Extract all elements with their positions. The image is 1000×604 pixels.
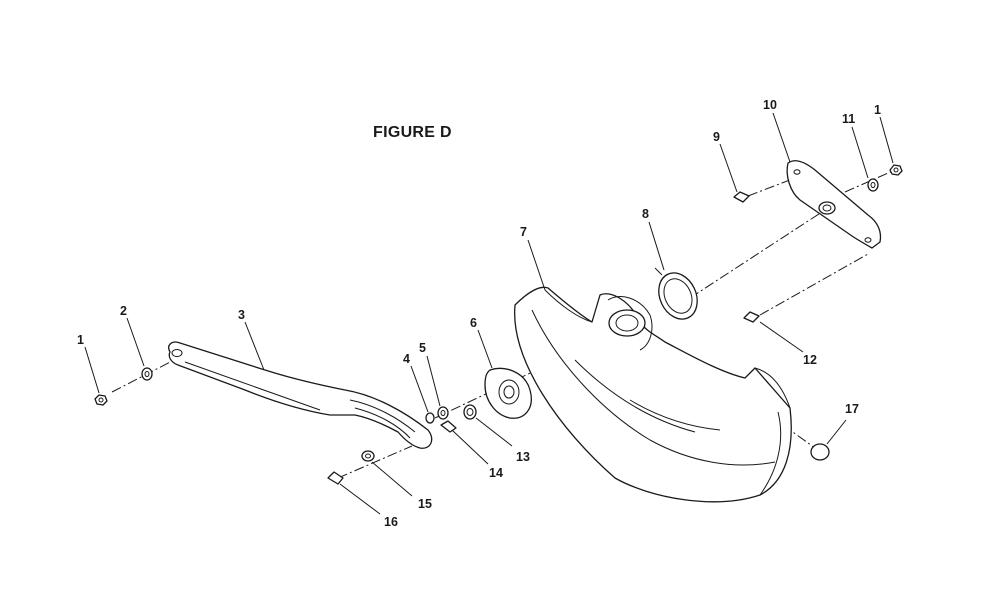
callout-3: 3 (238, 308, 245, 322)
callout-12: 12 (803, 353, 817, 367)
plug-17 (810, 443, 830, 461)
spacer-4 (425, 412, 435, 424)
upper-bracket-plate (786, 160, 882, 249)
hex-nut-right (889, 164, 903, 176)
washer-11 (867, 178, 879, 192)
callout-13: 13 (516, 450, 530, 464)
coil-spring (654, 267, 698, 320)
callout-10: 10 (763, 98, 777, 112)
axis-upper (689, 209, 826, 299)
callout-16: 16 (384, 515, 398, 529)
flange-plate (484, 367, 532, 419)
callout-7: 7 (520, 225, 527, 239)
hex-nut-left (94, 394, 108, 406)
lower-blade-guard (514, 286, 792, 503)
callout-15: 15 (418, 497, 432, 511)
callout-9: 9 (713, 130, 720, 144)
callout-17: 17 (845, 402, 859, 416)
screw-14 (440, 420, 457, 433)
washer-2 (141, 367, 153, 381)
figure-title: FIGURE D (373, 124, 452, 141)
callout-1-left: 1 (77, 333, 84, 347)
callout-6: 6 (470, 316, 477, 330)
axis-screw-12 (759, 253, 869, 316)
callout-8: 8 (642, 207, 649, 221)
screw-9 (733, 191, 750, 203)
axis-screw-9 (747, 177, 796, 197)
leader-lines (84, 112, 894, 515)
hardware (94, 164, 903, 485)
washer-5 (437, 406, 449, 420)
callout-5: 5 (419, 341, 426, 355)
screw-16 (327, 471, 344, 485)
lever-arm (168, 341, 433, 449)
washer-13 (463, 404, 477, 420)
axis-bottom-screw (337, 445, 413, 479)
callout-numbers: 1 1 2 3 4 5 6 7 8 9 10 11 12 13 14 15 16… (77, 98, 881, 529)
callout-1-right: 1 (874, 103, 881, 117)
washer-15 (361, 450, 375, 462)
callout-11: 11 (842, 112, 855, 126)
callout-14: 14 (489, 466, 503, 480)
callout-4: 4 (403, 352, 410, 366)
screw-12 (743, 311, 760, 323)
callout-2: 2 (120, 304, 127, 318)
